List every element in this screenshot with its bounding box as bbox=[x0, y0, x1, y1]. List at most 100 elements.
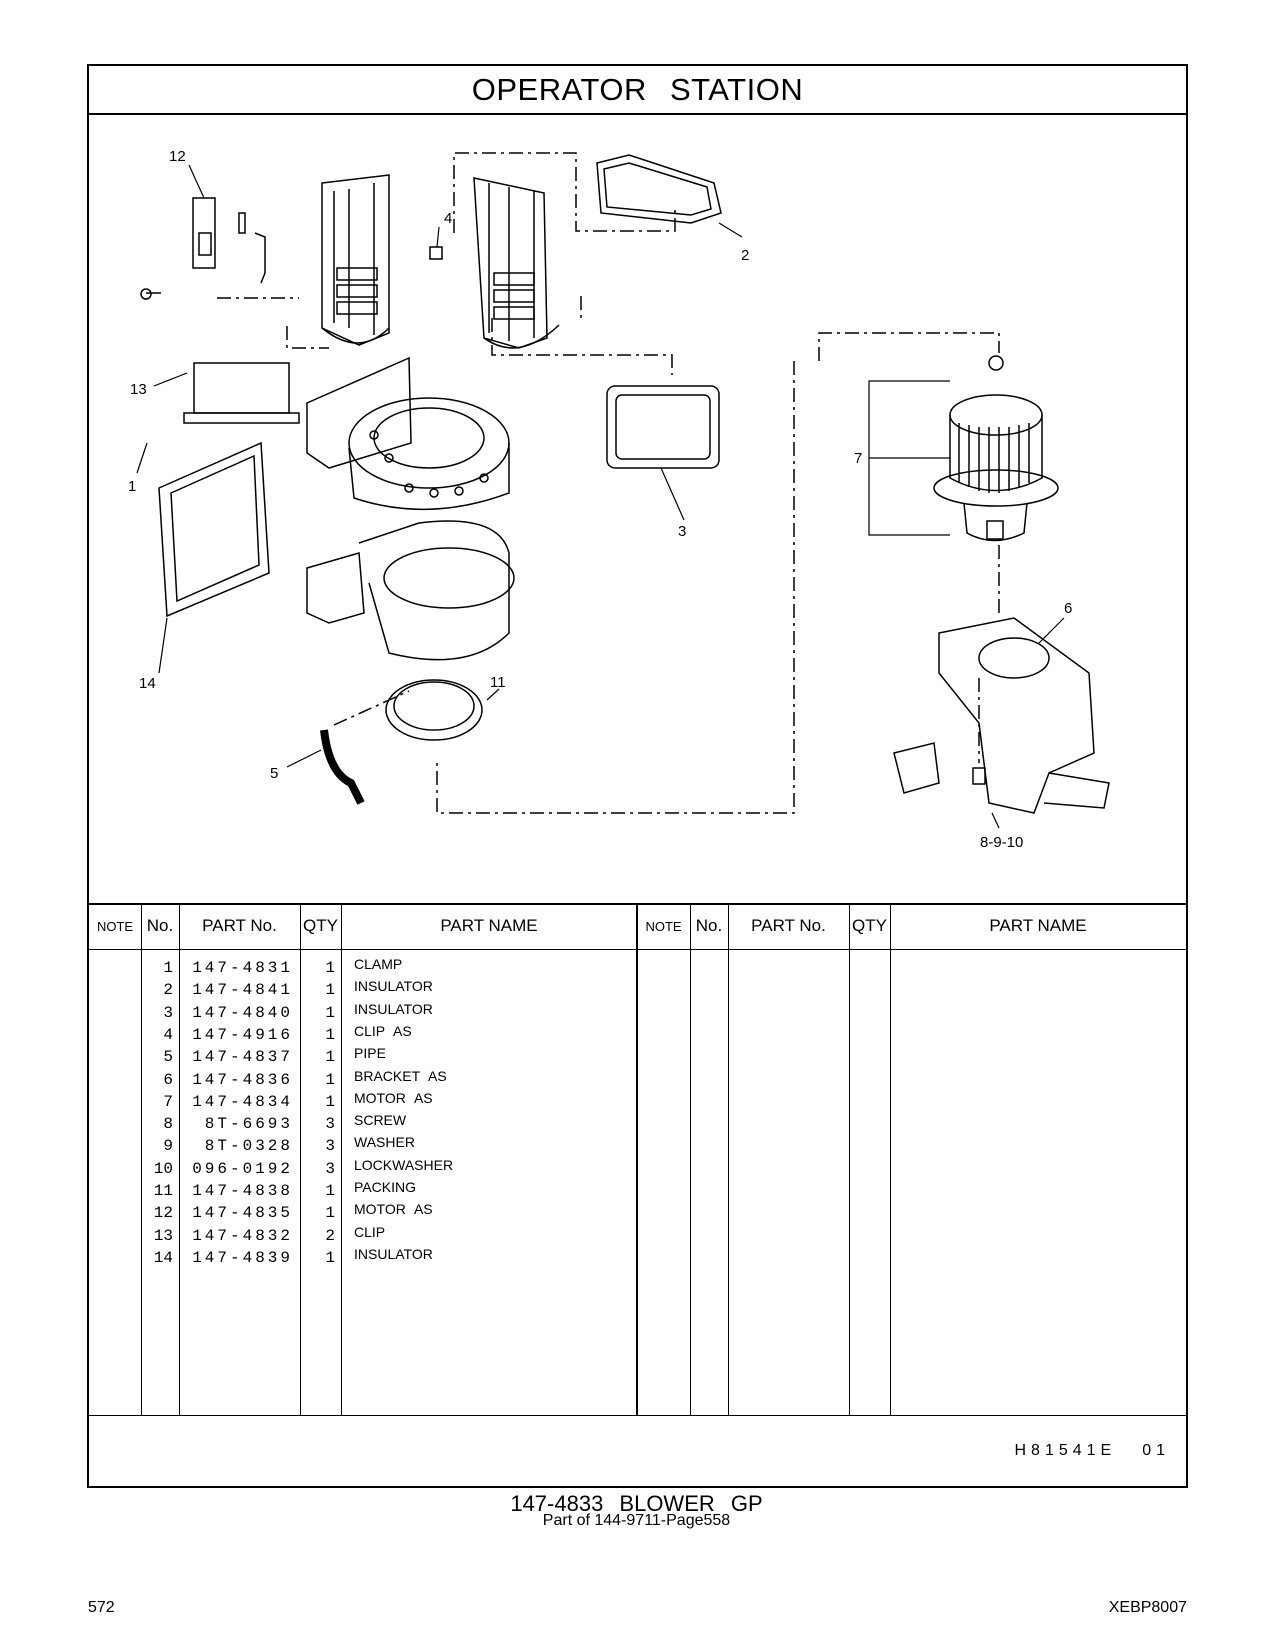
blower-exploded-view: 12 4 2 13 1 7 3 6 14 11 5 8-9-10 bbox=[128, 148, 1110, 851]
row-no: 4 bbox=[163, 1025, 173, 1044]
page-number: 572 bbox=[88, 1599, 115, 1616]
row-part-name: INSULATOR bbox=[354, 978, 433, 995]
part-6-bracket bbox=[893, 617, 1110, 814]
row-part-name: LOCKWASHER bbox=[354, 1156, 454, 1173]
row-no: 14 bbox=[153, 1248, 173, 1267]
row-qty: 1 bbox=[325, 1092, 335, 1111]
parts-page-frame: OPERATOR STATION bbox=[87, 64, 1188, 1488]
row-part-no: 147-4831 bbox=[192, 959, 293, 977]
col-part-no: PART No. bbox=[202, 916, 277, 935]
callout-6: 6 bbox=[1064, 600, 1072, 617]
row-qty: 1 bbox=[325, 1248, 335, 1267]
row-part-no: 147-4839 bbox=[192, 1248, 293, 1267]
col-part-name-2: PART NAME bbox=[989, 916, 1087, 935]
callout-5: 5 bbox=[270, 765, 278, 782]
part-7-motor bbox=[933, 355, 1059, 542]
row-no: 3 bbox=[163, 1003, 173, 1022]
row-part-name: PIPE bbox=[354, 1045, 386, 1062]
callout-2: 2 bbox=[741, 247, 749, 264]
illustration-code-id: H81541E bbox=[1014, 1442, 1117, 1459]
parts-table-header: NOTE No. PART No. QTY PART NAME NOTE No.… bbox=[89, 903, 1186, 950]
callout-4: 4 bbox=[444, 210, 452, 227]
row-part-no: 8T-6693 bbox=[204, 1115, 293, 1134]
row-no: 10 bbox=[153, 1159, 173, 1178]
col-no-2: No. bbox=[695, 916, 723, 935]
page-title: OPERATOR STATION bbox=[89, 66, 1186, 115]
row-part-no: 147-4916 bbox=[192, 1025, 293, 1044]
col-part-name: PART NAME bbox=[440, 916, 538, 935]
callout-11: 11 bbox=[490, 674, 506, 691]
illustration-code: H81541E 01 bbox=[1014, 1442, 1170, 1460]
callout-13: 13 bbox=[130, 381, 147, 398]
row-part-name: WASHER bbox=[354, 1134, 415, 1151]
col-part-no-2: PART No. bbox=[751, 916, 826, 935]
row-no: 9 bbox=[163, 1137, 173, 1156]
callout-1: 1 bbox=[128, 478, 136, 495]
col-divider bbox=[141, 903, 142, 1415]
table-row: 4 147-4916 1 CLIP AS bbox=[89, 1022, 649, 1049]
col-divider bbox=[636, 903, 638, 1415]
row-part-name: INSULATOR bbox=[354, 1245, 433, 1262]
row-qty: 1 bbox=[325, 1204, 335, 1223]
col-divider bbox=[728, 903, 729, 1415]
row-part-name: BRACKET AS bbox=[354, 1067, 447, 1084]
col-divider bbox=[690, 903, 691, 1415]
row-no: 6 bbox=[163, 1070, 173, 1089]
col-qty-2: QTY bbox=[852, 916, 887, 935]
row-part-name: CLAMP bbox=[354, 956, 403, 972]
col-divider bbox=[849, 903, 850, 1415]
group-parent-ref: Part of 144-9711-Page558 bbox=[542, 1512, 731, 1529]
row-qty: 3 bbox=[325, 1159, 335, 1178]
callout-7: 7 bbox=[854, 450, 862, 467]
row-qty: 1 bbox=[325, 1182, 335, 1200]
row-no: 11 bbox=[153, 1182, 173, 1200]
row-part-name: MOTOR AS bbox=[354, 1089, 433, 1106]
row-part-no: 8T-0328 bbox=[204, 1137, 293, 1156]
row-part-no: 147-4837 bbox=[192, 1048, 293, 1067]
row-part-no: 147-4841 bbox=[192, 981, 293, 1000]
row-part-no: 147-4832 bbox=[192, 1226, 293, 1245]
col-divider bbox=[341, 903, 342, 1415]
col-no: No. bbox=[146, 916, 174, 935]
row-part-name: CLIP bbox=[354, 1223, 386, 1240]
row-qty: 3 bbox=[325, 1115, 335, 1134]
table-row: 10 096-0192 3 LOCKWASHER bbox=[89, 1156, 649, 1183]
row-no: 1 bbox=[163, 959, 173, 977]
part-12-actuator bbox=[140, 197, 266, 300]
col-note-2: NOTE bbox=[645, 918, 682, 934]
col-divider bbox=[179, 903, 180, 1415]
row-qty: 1 bbox=[325, 981, 335, 1000]
housing-upper-left bbox=[321, 174, 390, 346]
illustration-code-rev: 01 bbox=[1142, 1442, 1170, 1459]
row-qty: 1 bbox=[325, 1025, 335, 1044]
col-divider bbox=[300, 903, 301, 1415]
housing-upper-right bbox=[429, 177, 560, 349]
row-no: 12 bbox=[153, 1204, 173, 1223]
callout-8-9-10: 8-9-10 bbox=[980, 834, 1023, 851]
document-id: XEBP8007 bbox=[1108, 1599, 1187, 1616]
table-row: 7 147-4834 1 MOTOR AS bbox=[89, 1089, 649, 1116]
table-row: 14 147-4839 1 INSULATOR bbox=[89, 1245, 649, 1272]
row-part-name: INSULATOR bbox=[354, 1000, 433, 1017]
callout-labels: 12 4 2 13 1 7 3 6 14 11 5 8-9-10 bbox=[128, 148, 1072, 851]
row-part-no: 147-4834 bbox=[192, 1092, 293, 1111]
row-no: 8 bbox=[163, 1115, 173, 1134]
row-part-name: SCREW bbox=[354, 1112, 407, 1129]
col-note: NOTE bbox=[96, 918, 134, 934]
row-no: 7 bbox=[163, 1092, 173, 1111]
row-qty: 2 bbox=[325, 1226, 335, 1245]
row-qty: 3 bbox=[325, 1137, 335, 1156]
table-row: 8 8T-6693 3 SCREW bbox=[89, 1112, 649, 1138]
row-part-name: CLIP AS bbox=[354, 1022, 412, 1039]
row-part-no: 096-0192 bbox=[192, 1159, 293, 1178]
table-row: 9 8T-0328 3 WASHER bbox=[89, 1134, 649, 1160]
